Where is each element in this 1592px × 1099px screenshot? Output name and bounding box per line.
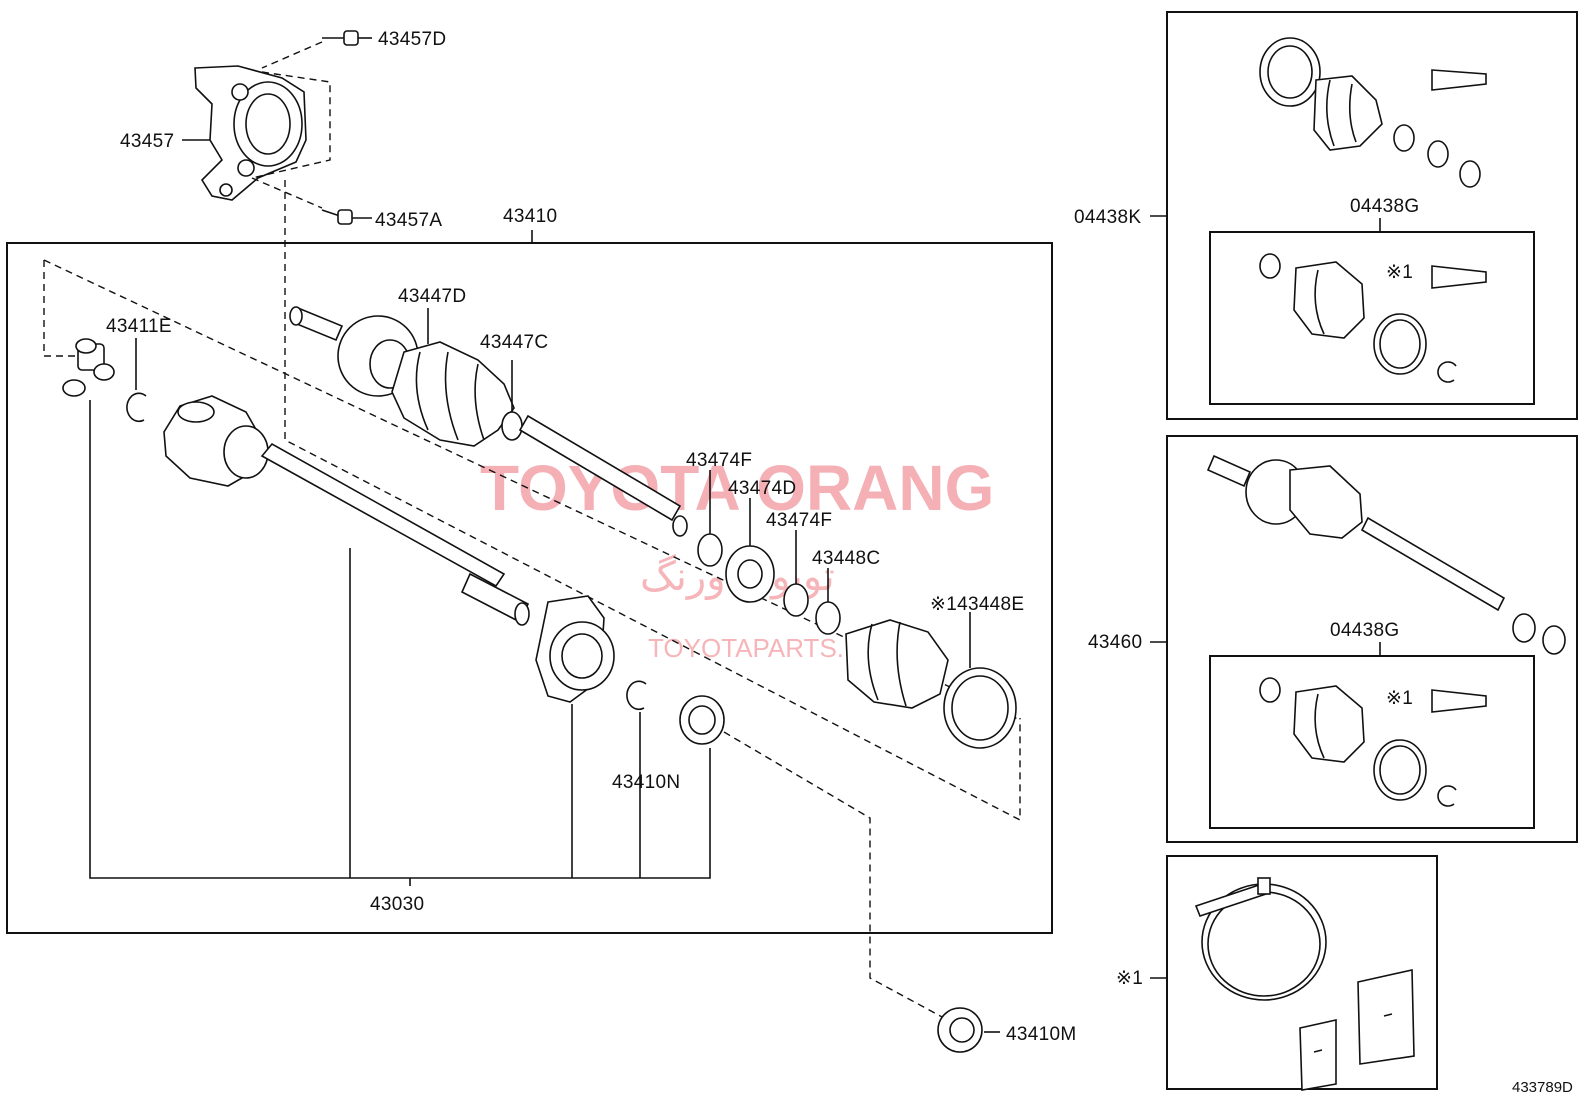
label-43457D: 43457D bbox=[378, 29, 446, 50]
diagram-reference: 433789D bbox=[1512, 1079, 1573, 1096]
watermark-brand: TOYOTA ORANG bbox=[480, 452, 994, 524]
label-43474F-b: 43474F bbox=[766, 510, 832, 531]
boot-clamp-43447C bbox=[501, 360, 523, 441]
frame-43460 bbox=[1166, 435, 1578, 843]
snap-ring-43411E bbox=[126, 338, 147, 423]
label-43447C: 43447C bbox=[480, 332, 548, 353]
label-43474D: 43474D bbox=[728, 478, 796, 499]
center-bearing-43030 bbox=[535, 595, 615, 703]
boot-band-43448E bbox=[943, 612, 1017, 749]
outer-boot-43447D bbox=[391, 341, 515, 447]
leader-43030 bbox=[89, 400, 711, 879]
bolt-43457A bbox=[251, 177, 372, 225]
label-43447D: 43447D bbox=[398, 286, 466, 307]
note1-bottom: ※1 bbox=[1116, 968, 1143, 989]
label-43411E: 43411E bbox=[106, 316, 172, 337]
label-04438K: 04438K bbox=[1074, 207, 1141, 228]
label-43410M: 43410M bbox=[1006, 1024, 1076, 1045]
label-43410N: 43410N bbox=[612, 772, 680, 793]
frame-04438G-mid bbox=[1209, 655, 1535, 829]
oil-seal-43410M bbox=[937, 1007, 1000, 1053]
inner-boot bbox=[845, 619, 949, 709]
bearing-bracket-43457 bbox=[194, 65, 331, 201]
label-04438G-top: 04438G bbox=[1350, 196, 1419, 217]
inner-joint-housing bbox=[163, 395, 269, 487]
label-43448E: ※143448E bbox=[930, 594, 1024, 615]
label-43457A: 43457A bbox=[375, 210, 442, 231]
seal-43410N-side bbox=[679, 695, 725, 745]
half-shaft bbox=[260, 442, 530, 626]
bolt-43457D bbox=[261, 30, 372, 69]
note1-top: ※1 bbox=[1386, 262, 1413, 283]
frame-04438G-top bbox=[1209, 231, 1535, 405]
watermark-site: TOYOTAPARTS.IR bbox=[648, 633, 870, 663]
kit-04438K-parts bbox=[1259, 37, 1487, 188]
dash-inner-joint bbox=[43, 260, 76, 357]
clamp-43448C bbox=[815, 568, 841, 635]
damper-43474D bbox=[725, 498, 775, 603]
note1-mid: ※1 bbox=[1386, 688, 1413, 709]
label-43457: 43457 bbox=[120, 131, 174, 152]
label-43474F-a: 43474F bbox=[686, 450, 752, 471]
tripod-joint bbox=[62, 338, 115, 397]
shaft-assy-43460 bbox=[1206, 454, 1566, 655]
clamp-43474F-b bbox=[783, 530, 809, 617]
kit-04438G-top-parts bbox=[1259, 253, 1487, 383]
dash-seal-43410M bbox=[723, 731, 945, 1019]
label-43448C: 43448C bbox=[812, 548, 880, 569]
label-04438G-mid: 04438G bbox=[1330, 620, 1399, 641]
label-43030: 43030 bbox=[370, 894, 424, 915]
kit-04438G-mid-parts bbox=[1259, 677, 1487, 807]
label-43410: 43410 bbox=[503, 206, 557, 227]
label-43460: 43460 bbox=[1088, 632, 1142, 653]
outer-shaft bbox=[518, 414, 688, 537]
dash-long-upper bbox=[284, 180, 1021, 822]
snap-ring-43410N bbox=[626, 680, 647, 711]
band-kit-parts bbox=[1194, 877, 1415, 1091]
clamp-43474F-a bbox=[697, 470, 723, 567]
frame-43410 bbox=[6, 242, 1053, 934]
